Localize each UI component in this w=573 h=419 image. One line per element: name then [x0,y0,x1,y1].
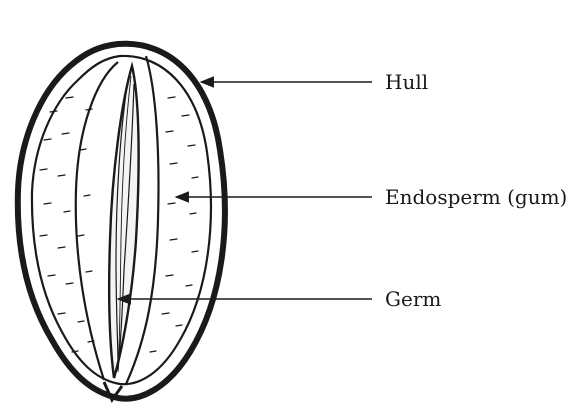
hull-label: Hull [385,72,428,92]
endosperm-label: Endosperm (gum) [385,187,567,207]
germ-label: Germ [385,289,441,309]
